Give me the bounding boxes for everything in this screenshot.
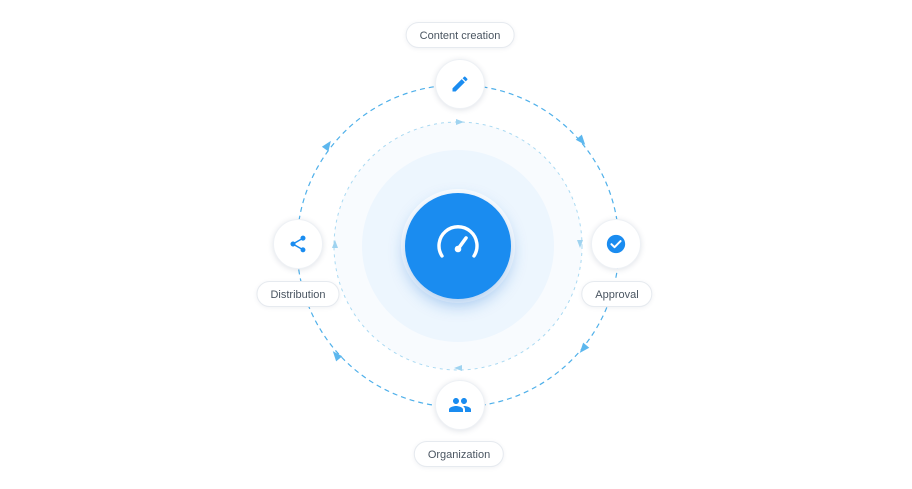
pencil-icon [452,76,468,92]
inner-arrow-right-icon [577,240,583,248]
inner-arrow-top-icon [456,119,464,125]
node-approval[interactable] [591,219,641,269]
node-content-creation[interactable] [435,59,485,109]
inner-arrow-left-icon [332,240,338,248]
node-organization[interactable] [435,380,485,430]
arrow-left-bottom-icon [332,351,343,362]
hub-circle [405,193,511,299]
label-approval: Approval [581,281,653,307]
node-distribution[interactable] [273,219,323,269]
label-distribution: Distribution [256,281,340,307]
label-organization: Organization [413,441,505,467]
label-content-creation: Content creation [405,22,515,48]
inner-arrow-bottom-icon [454,365,462,371]
inner-dashed-ring [333,121,583,371]
people-icon [449,398,471,412]
check-circle-icon [606,234,626,254]
speedometer-icon [437,225,479,258]
arrow-right-top-icon [575,134,586,145]
arrow-left-top-icon [321,140,331,152]
share-icon [290,235,306,253]
arrow-right-bottom-icon [579,342,590,353]
